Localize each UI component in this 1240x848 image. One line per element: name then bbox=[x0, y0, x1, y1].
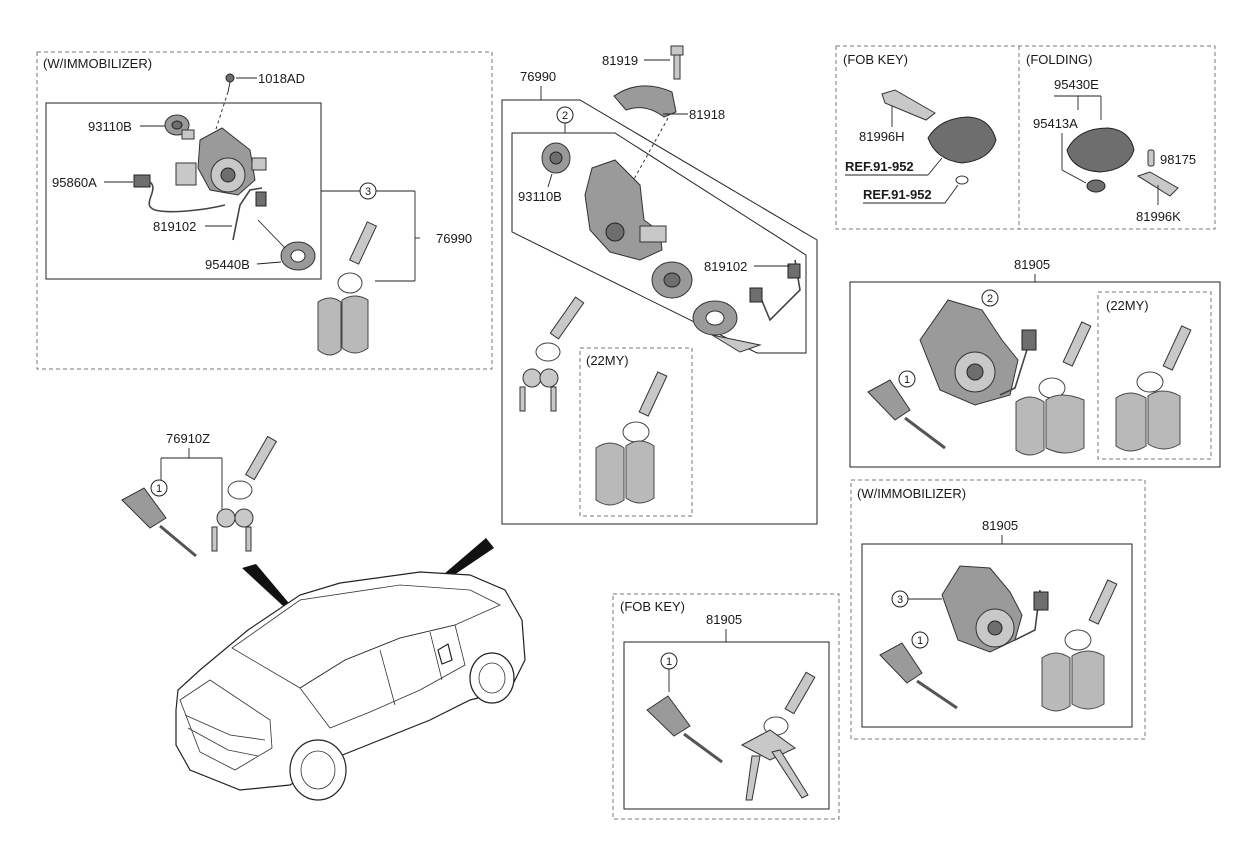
group-76990-center: 76990 81919 81918 2 93110B bbox=[501, 45, 818, 525]
callout-2-right bbox=[981, 289, 999, 307]
key-fob-pair-right bbox=[1015, 321, 1092, 456]
antenna-connector-95860a bbox=[133, 174, 226, 213]
emergency-key-81996h bbox=[881, 89, 936, 121]
part-label-81996h: 81996H bbox=[859, 129, 905, 144]
lock-cylinder-with-rod-right bbox=[867, 379, 946, 450]
ref-label-91-952-a: REF.91-952 bbox=[845, 159, 914, 174]
part-label-98175: 98175 bbox=[1160, 152, 1196, 167]
part-label-81918: 81918 bbox=[689, 107, 725, 122]
part-label-81919: 81919 bbox=[602, 53, 638, 68]
lock-cylinder-with-rod-immobilizer bbox=[879, 642, 958, 710]
ref-label-91-952-b: REF.91-952 bbox=[863, 187, 932, 202]
part-label-76990-center: 76990 bbox=[520, 69, 556, 84]
group-label-22my-right: (22MY) bbox=[1106, 298, 1149, 313]
group-label-fob-key: (FOB KEY) bbox=[843, 52, 908, 67]
bolt-1018ad bbox=[214, 73, 257, 133]
callout-1-76910z bbox=[150, 479, 168, 497]
group-label-folding: (FOLDING) bbox=[1026, 52, 1092, 67]
callout-1-immobilizer bbox=[911, 631, 929, 649]
smart-key-fob bbox=[927, 116, 997, 164]
lock-cylinder-with-rod-76910z bbox=[121, 487, 197, 558]
group-76910z: 76910Z 1 bbox=[121, 431, 278, 558]
immobilizer-coil-center bbox=[692, 300, 762, 353]
group-81905-right: 81905 1 2 (22MY) bbox=[849, 257, 1221, 468]
cover-98175 bbox=[1147, 149, 1155, 167]
part-label-95430e: 95430E bbox=[1054, 77, 1099, 92]
part-label-819102: 819102 bbox=[153, 219, 196, 234]
folding-key-blade-81996k bbox=[1136, 171, 1179, 197]
part-label-81905-immobilizer: 81905 bbox=[982, 518, 1018, 533]
part-label-95860a: 95860A bbox=[52, 175, 97, 190]
group-label-22my-center: (22MY) bbox=[586, 353, 629, 368]
part-label-81905-fob: 81905 bbox=[706, 612, 742, 627]
screw-81919 bbox=[670, 45, 684, 80]
part-label-76910z: 76910Z bbox=[166, 431, 210, 446]
key-fob-pair-22my-right bbox=[1115, 325, 1192, 452]
part-label-76990: 76990 bbox=[436, 231, 472, 246]
part-label-81905: 81905 bbox=[1014, 257, 1050, 272]
lock-cylinder-93110b-center bbox=[541, 142, 571, 174]
callout-2-right-number: 2 bbox=[987, 293, 993, 305]
callout-1-fob-number: 1 bbox=[666, 656, 672, 668]
group-fob-key-81905: (FOB KEY) 81905 1 bbox=[612, 593, 840, 820]
part-label-1018ad: 1018AD bbox=[258, 71, 305, 86]
mechanical-keys-fob bbox=[740, 671, 816, 801]
callout-3-number: 3 bbox=[365, 186, 371, 198]
fob-battery bbox=[955, 175, 969, 185]
mechanical-keys-with-tag bbox=[519, 296, 585, 412]
mechanical-keys-76910z bbox=[211, 435, 278, 552]
group-label-w-immobilizer: (W/IMMOBILIZER) bbox=[43, 56, 152, 71]
callout-3 bbox=[359, 182, 377, 200]
lock-cylinder-with-rod-fob bbox=[646, 695, 723, 764]
lock-cylinder-93110b bbox=[164, 114, 195, 140]
part-label-93110b: 93110B bbox=[88, 119, 132, 134]
part-label-95413a: 95413A bbox=[1033, 116, 1078, 131]
callout-1-immobilizer-number: 1 bbox=[917, 635, 923, 647]
part-label-93110b-center: 93110B bbox=[518, 189, 562, 204]
group-w-immobilizer-top-left: (W/IMMOBILIZER) 1018AD 93110B bbox=[36, 51, 493, 370]
key-fob-pair-22my-center bbox=[595, 371, 668, 506]
shear-bracket-81918 bbox=[613, 85, 677, 118]
wire-harness-819102 bbox=[232, 187, 267, 241]
callout-3-right-number: 3 bbox=[897, 594, 903, 606]
part-label-95440b: 95440B bbox=[205, 257, 250, 272]
part-label-819102-center: 819102 bbox=[704, 259, 747, 274]
steering-lock-body bbox=[584, 159, 667, 261]
callout-1-number: 1 bbox=[904, 374, 910, 386]
callout-1-76910z-number: 1 bbox=[156, 483, 162, 495]
key-fob-pair-immobilizer bbox=[1041, 579, 1118, 712]
key-fob-pair-with-tag bbox=[317, 221, 378, 356]
group-w-immobilizer-81905: (W/IMMOBILIZER) 81905 3 1 bbox=[850, 479, 1146, 740]
callout-1 bbox=[898, 370, 916, 388]
ignition-switch-center bbox=[651, 261, 693, 299]
callout-2-number: 2 bbox=[562, 110, 568, 122]
steering-lock-assembly-immobilizer bbox=[941, 565, 1049, 653]
part-label-81996k: 81996K bbox=[1136, 209, 1181, 224]
folding-key-fob-95430e bbox=[1066, 127, 1135, 173]
vehicle-illustration bbox=[175, 538, 526, 801]
group-label-fob-key-2: (FOB KEY) bbox=[620, 599, 685, 614]
group-fob-key-folding: (FOB KEY) (FOLDING) 81996H REF.91-952 RE… bbox=[835, 45, 1216, 230]
wire-harness-819102-center bbox=[749, 259, 801, 322]
group-label-w-immobilizer-2: (W/IMMOBILIZER) bbox=[857, 486, 966, 501]
steering-lock-assembly-right bbox=[919, 299, 1037, 406]
antenna-coil-95440b bbox=[257, 219, 316, 271]
ignition-switch-body bbox=[175, 127, 267, 196]
fob-battery-95413a bbox=[1086, 179, 1106, 193]
